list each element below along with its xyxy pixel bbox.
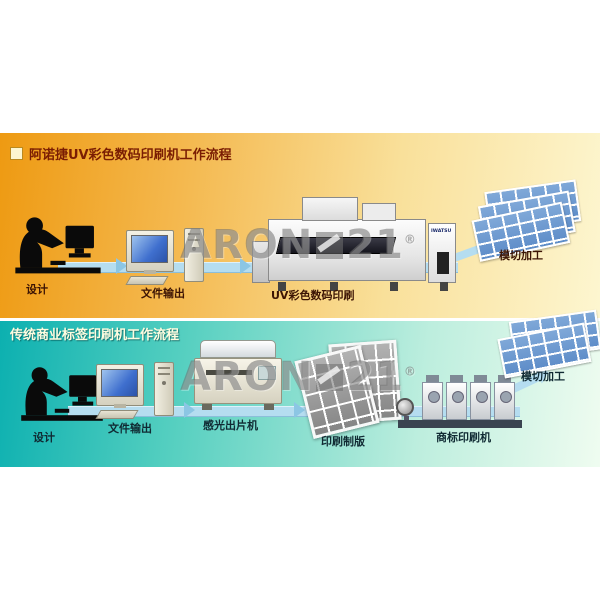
watermark-top: ARON 21® bbox=[180, 222, 417, 268]
watermark-text: 21 bbox=[346, 222, 404, 268]
press-unit-top bbox=[498, 375, 511, 383]
monitor-stand bbox=[114, 404, 126, 408]
keyboard-icon bbox=[95, 410, 139, 419]
keyboard-icon bbox=[125, 276, 169, 285]
watermark-text: ARON bbox=[180, 222, 314, 268]
unwinder-stand bbox=[404, 416, 409, 422]
step-label-design-bottom: 设计 bbox=[33, 431, 55, 444]
press-print-unit bbox=[470, 382, 491, 420]
workstation-bottom bbox=[95, 362, 182, 420]
monitor-icon bbox=[126, 230, 174, 272]
step-label-die-cutting-top: 模切加工 bbox=[499, 249, 543, 262]
press-print-unit bbox=[422, 382, 443, 420]
person-at-computer-icon bbox=[15, 217, 101, 274]
workstation-top bbox=[125, 228, 212, 286]
designer-silhouette-bottom bbox=[18, 364, 106, 430]
watermark-bottom: ARON 21® bbox=[180, 354, 417, 400]
traditional-workflow-title: 传统商业标签印刷机工作流程 bbox=[10, 324, 179, 343]
press-print-unit bbox=[494, 382, 515, 420]
press-unit-top bbox=[474, 375, 487, 383]
press-unit-top bbox=[450, 375, 463, 383]
watermark-glyph-icon bbox=[316, 364, 344, 391]
press-brand-label: IWATSU bbox=[431, 228, 452, 234]
step-label-file-output-top: 文件输出 bbox=[141, 287, 185, 300]
press-base bbox=[398, 420, 522, 428]
uv-workflow-title: 阿诺捷UV彩色数码印刷机工作流程 bbox=[10, 144, 232, 163]
imagesetter-foot bbox=[264, 404, 274, 410]
imagesetter-slot bbox=[206, 370, 252, 375]
press-print-unit bbox=[446, 382, 467, 420]
uv-digital-press: IWATSU bbox=[250, 197, 458, 293]
print-drum-icon bbox=[476, 391, 488, 403]
watermark-text: ARON bbox=[180, 354, 314, 400]
press-foot bbox=[390, 282, 398, 291]
monitor-icon bbox=[96, 364, 144, 406]
uv-workflow-title-text: 阿诺捷UV彩色数码印刷机工作流程 bbox=[29, 148, 232, 163]
pc-tower-icon bbox=[154, 362, 174, 416]
imagesetter-body bbox=[194, 358, 282, 404]
monitor-stand bbox=[144, 270, 156, 274]
registered-mark: ® bbox=[403, 232, 417, 247]
watermark-glyph-icon bbox=[316, 232, 344, 259]
traditional-label-press bbox=[396, 368, 526, 430]
pc-tower-icon bbox=[184, 228, 204, 282]
print-drum-icon bbox=[500, 391, 512, 403]
unwinder-roll-icon bbox=[396, 398, 414, 416]
press-top-module bbox=[362, 203, 396, 221]
screen-icon bbox=[101, 369, 138, 397]
press-delivery-tower: IWATSU bbox=[428, 223, 456, 283]
flow-arrow-icon bbox=[294, 402, 305, 418]
registered-mark: ® bbox=[403, 364, 417, 379]
press-unit-top bbox=[426, 375, 439, 383]
press-top-module bbox=[302, 197, 358, 221]
screen-icon bbox=[131, 235, 168, 263]
step-label-platemaking: 印刷制版 bbox=[321, 435, 365, 448]
print-drum-icon bbox=[428, 391, 440, 403]
press-output-slot bbox=[437, 252, 449, 274]
press-foot bbox=[330, 282, 338, 291]
step-label-uv-printing: UV彩色数码印刷 bbox=[271, 289, 355, 302]
imagesetter-foot bbox=[202, 404, 212, 410]
designer-silhouette-top bbox=[12, 214, 104, 283]
press-foot bbox=[278, 282, 286, 291]
traditional-workflow-title-text: 传统商业标签印刷机工作流程 bbox=[10, 328, 180, 343]
step-label-die-cutting-bottom: 模切加工 bbox=[521, 370, 565, 383]
step-label-design-top: 设计 bbox=[26, 283, 48, 296]
imagesetter-hood bbox=[200, 340, 276, 358]
title-bullet-icon bbox=[10, 147, 23, 160]
press-foot bbox=[440, 282, 448, 291]
imagesetter-panel bbox=[258, 366, 276, 380]
imagesetter bbox=[194, 340, 284, 412]
print-drum-icon bbox=[452, 391, 464, 403]
person-at-computer-icon bbox=[21, 367, 103, 421]
flow-arrow-icon bbox=[240, 258, 251, 274]
step-label-label-press: 商标印刷机 bbox=[436, 431, 491, 444]
step-label-imagesetter: 感光出片机 bbox=[203, 419, 258, 432]
step-label-file-output-bottom: 文件输出 bbox=[108, 422, 152, 435]
flow-arrow-icon bbox=[184, 402, 195, 418]
flow-arrow-icon bbox=[116, 258, 127, 274]
watermark-text: 21 bbox=[346, 354, 404, 400]
